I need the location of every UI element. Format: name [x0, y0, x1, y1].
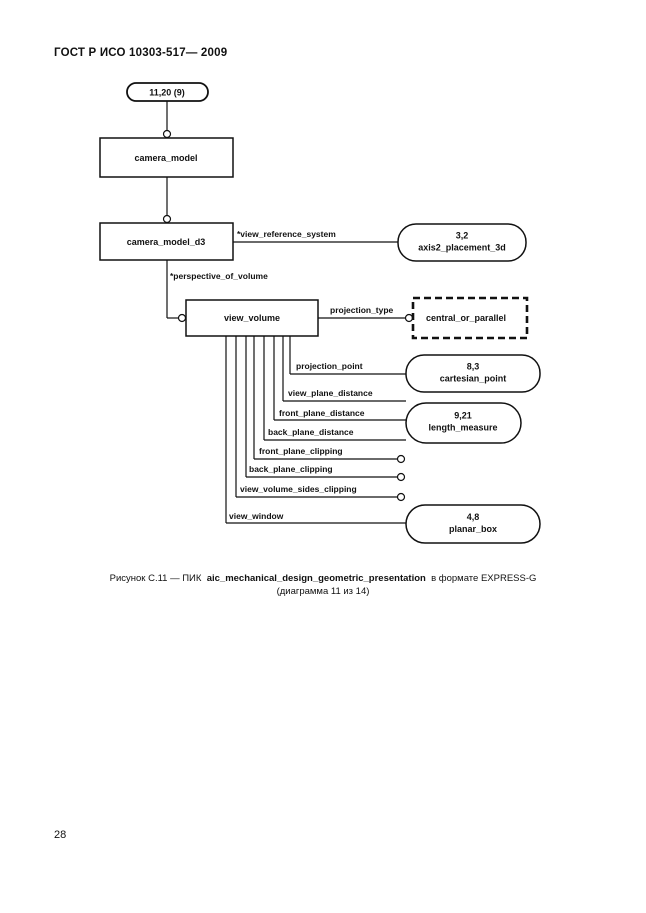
ref-length-number: 9,21 — [454, 411, 472, 421]
rel-front-plane-clipping: front_plane_clipping — [259, 446, 343, 456]
ref-length-measure — [405, 402, 522, 444]
ref-axis2-placement-3d — [397, 223, 527, 262]
rel-back-plane-distance: back_plane_distance — [268, 427, 354, 437]
entity-camera-model-d3 — [99, 222, 234, 261]
connector-end-circle — [404, 313, 414, 323]
ref-planar-number: 4,8 — [467, 512, 480, 522]
entity-camera-model-d3-label: camera_model_d3 — [127, 237, 206, 247]
connector-end-circle — [177, 313, 187, 323]
entity-camera-model — [99, 137, 234, 178]
caption-line-1: Рисунок С.11 — ПИК aic_mechanical_design… — [0, 572, 646, 585]
entity-view-volume-label: view_volume — [224, 313, 280, 323]
caption-line-2: (диаграмма 11 из 14) — [276, 586, 370, 597]
figure-caption: Рисунок С.11 — ПИК aic_mechanical_design… — [0, 572, 646, 598]
rel-view-window: view_window — [229, 511, 284, 521]
connector-end-circle — [396, 454, 406, 464]
entity-view-volume — [185, 299, 319, 337]
ref-planar-box — [405, 504, 541, 544]
entity-camera-model-label: camera_model — [134, 153, 197, 163]
ref-cartesian-number: 8,3 — [467, 362, 480, 372]
document-header: ГОСТ Р ИСО 10303-517— 2009 — [54, 47, 228, 59]
connector-end-circle — [396, 492, 406, 502]
rel-front-plane-distance: front_plane_distance — [279, 408, 365, 418]
rel-projection-type: projection_type — [330, 305, 394, 315]
ref-cartesian-point — [405, 354, 541, 393]
ref-axis2-name: axis2_placement_3d — [418, 243, 506, 253]
rel-view-reference-system: *view_reference_system — [237, 229, 336, 239]
ref-planar-name: planar_box — [449, 524, 497, 534]
ref-cartesian-name: cartesian_point — [440, 374, 507, 384]
rel-view-plane-distance: view_plane_distance — [288, 388, 373, 398]
ref-axis2-number: 3,2 — [456, 231, 469, 241]
rel-back-plane-clipping: back_plane_clipping — [249, 464, 333, 474]
page-number: 28 — [54, 829, 67, 841]
rel-perspective-of-volume: *perspective_of_volume — [170, 271, 268, 281]
rel-view-volume-sides-clipping: view_volume_sides_clipping — [240, 484, 357, 494]
type-central-or-parallel-label: central_or_parallel — [426, 313, 506, 323]
ref-length-name: length_measure — [428, 423, 497, 433]
connector-end-circle — [162, 129, 172, 139]
connector-end-circle — [162, 214, 172, 224]
caption-suffix: в формате EXPRESS-G — [431, 573, 537, 584]
connector-end-circle — [396, 472, 406, 482]
caption-prefix: Рисунок С.11 — ПИК — [109, 573, 202, 584]
caption-schema: aic_mechanical_design_geometric_presenta… — [206, 573, 426, 584]
page-ref-label: 11,20 (9) — [149, 88, 185, 98]
page-ref-box — [126, 82, 209, 102]
type-central-or-parallel — [411, 296, 529, 340]
rel-projection-point: projection_point — [296, 361, 363, 371]
